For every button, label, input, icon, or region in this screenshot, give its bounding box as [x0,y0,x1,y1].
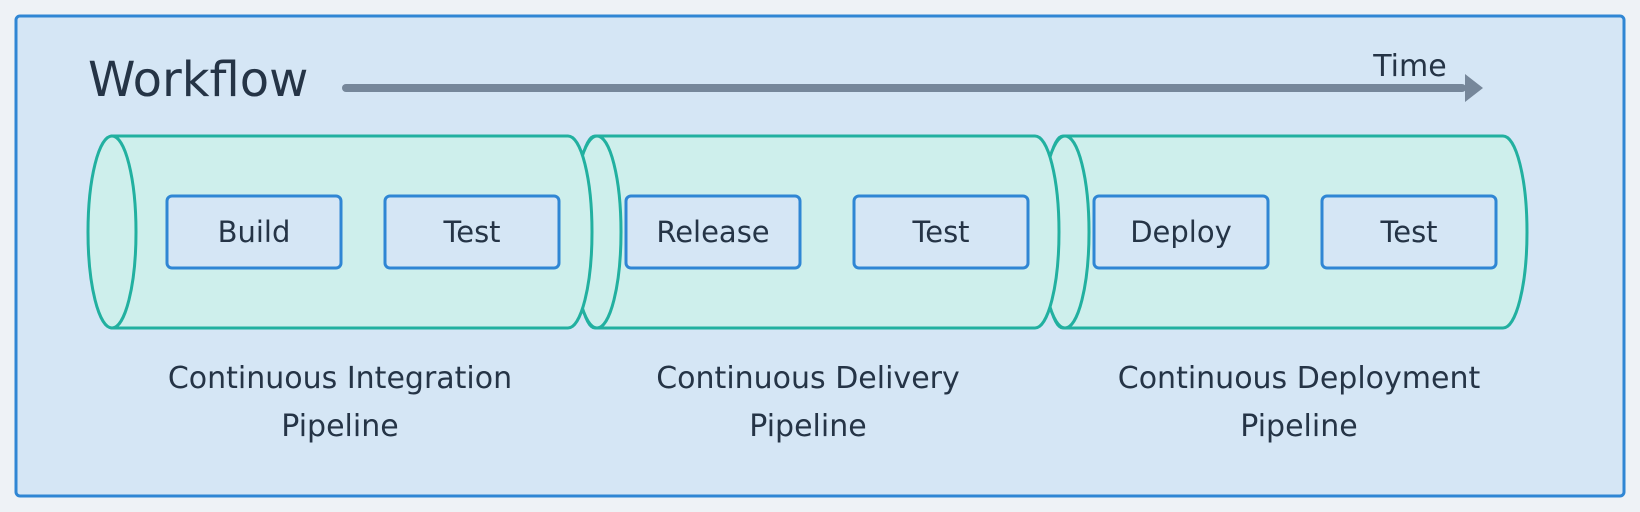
step-deploy [1092,194,1270,270]
step-test [383,194,561,270]
step-test [1320,194,1498,270]
pipeline-caption-line-1: Continuous Deployment [1118,361,1481,396]
workflow-title: Workflow [88,52,308,108]
time-label: Time [1372,49,1446,84]
pipeline-caption-line-2: Pipeline [749,409,866,444]
step-release [624,194,802,270]
step-label: Test [1379,215,1437,249]
pipeline-caption-line-2: Pipeline [281,409,398,444]
step-build [165,194,343,270]
pipeline-body [595,134,1061,330]
pipeline-cap [86,134,138,330]
step-label: Release [656,215,769,249]
step-test [852,194,1030,270]
step-label: Deploy [1130,215,1232,249]
pipeline-caption-line-1: Continuous Delivery [656,361,960,396]
step-label: Build [218,215,291,249]
pipeline-body [110,134,594,330]
time-arrow-head [1465,74,1483,102]
step-label: Test [911,215,969,249]
step-label: Test [442,215,500,249]
pipeline-body [1063,134,1529,330]
time-arrow [342,74,1483,102]
pipeline-stage-integration: Build Test Continuous Integration Pipeli… [86,134,594,444]
pipeline-caption-line-1: Continuous Integration [168,361,512,396]
pipeline-caption-line-2: Pipeline [1240,409,1357,444]
